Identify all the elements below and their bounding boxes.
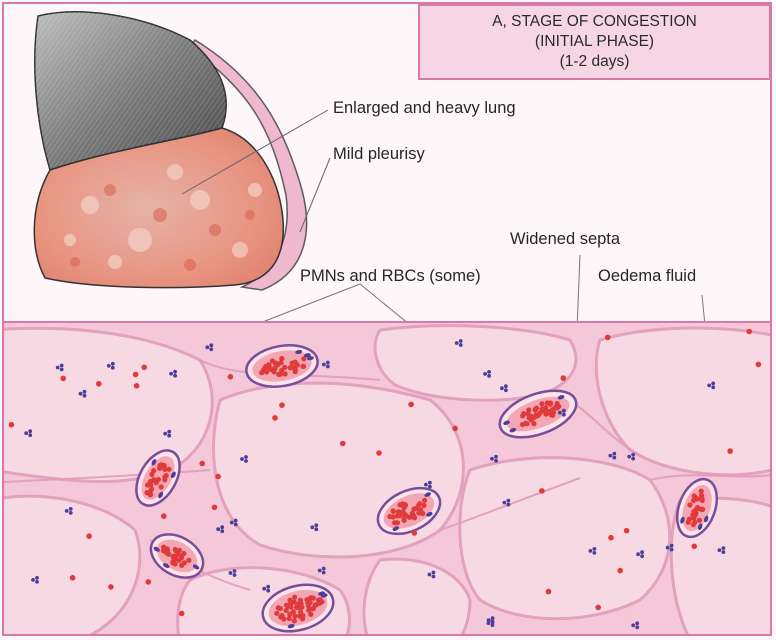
label-widened-septa: Widened septa bbox=[510, 230, 620, 249]
label-mild-pleurisy: Mild pleurisy bbox=[333, 145, 425, 164]
title-line-2: (INITIAL PHASE) bbox=[420, 32, 769, 52]
label-oedema-fluid: Oedema fluid bbox=[598, 267, 696, 286]
title-line-1: A, STAGE OF CONGESTION bbox=[420, 12, 769, 32]
title-box: A, STAGE OF CONGESTION (INITIAL PHASE) (… bbox=[418, 4, 771, 80]
label-pmns-rbcs: PMNs and RBCs (some) bbox=[300, 267, 481, 286]
label-enlarged-lung: Enlarged and heavy lung bbox=[333, 99, 516, 118]
title-line-3: (1-2 days) bbox=[420, 52, 769, 72]
